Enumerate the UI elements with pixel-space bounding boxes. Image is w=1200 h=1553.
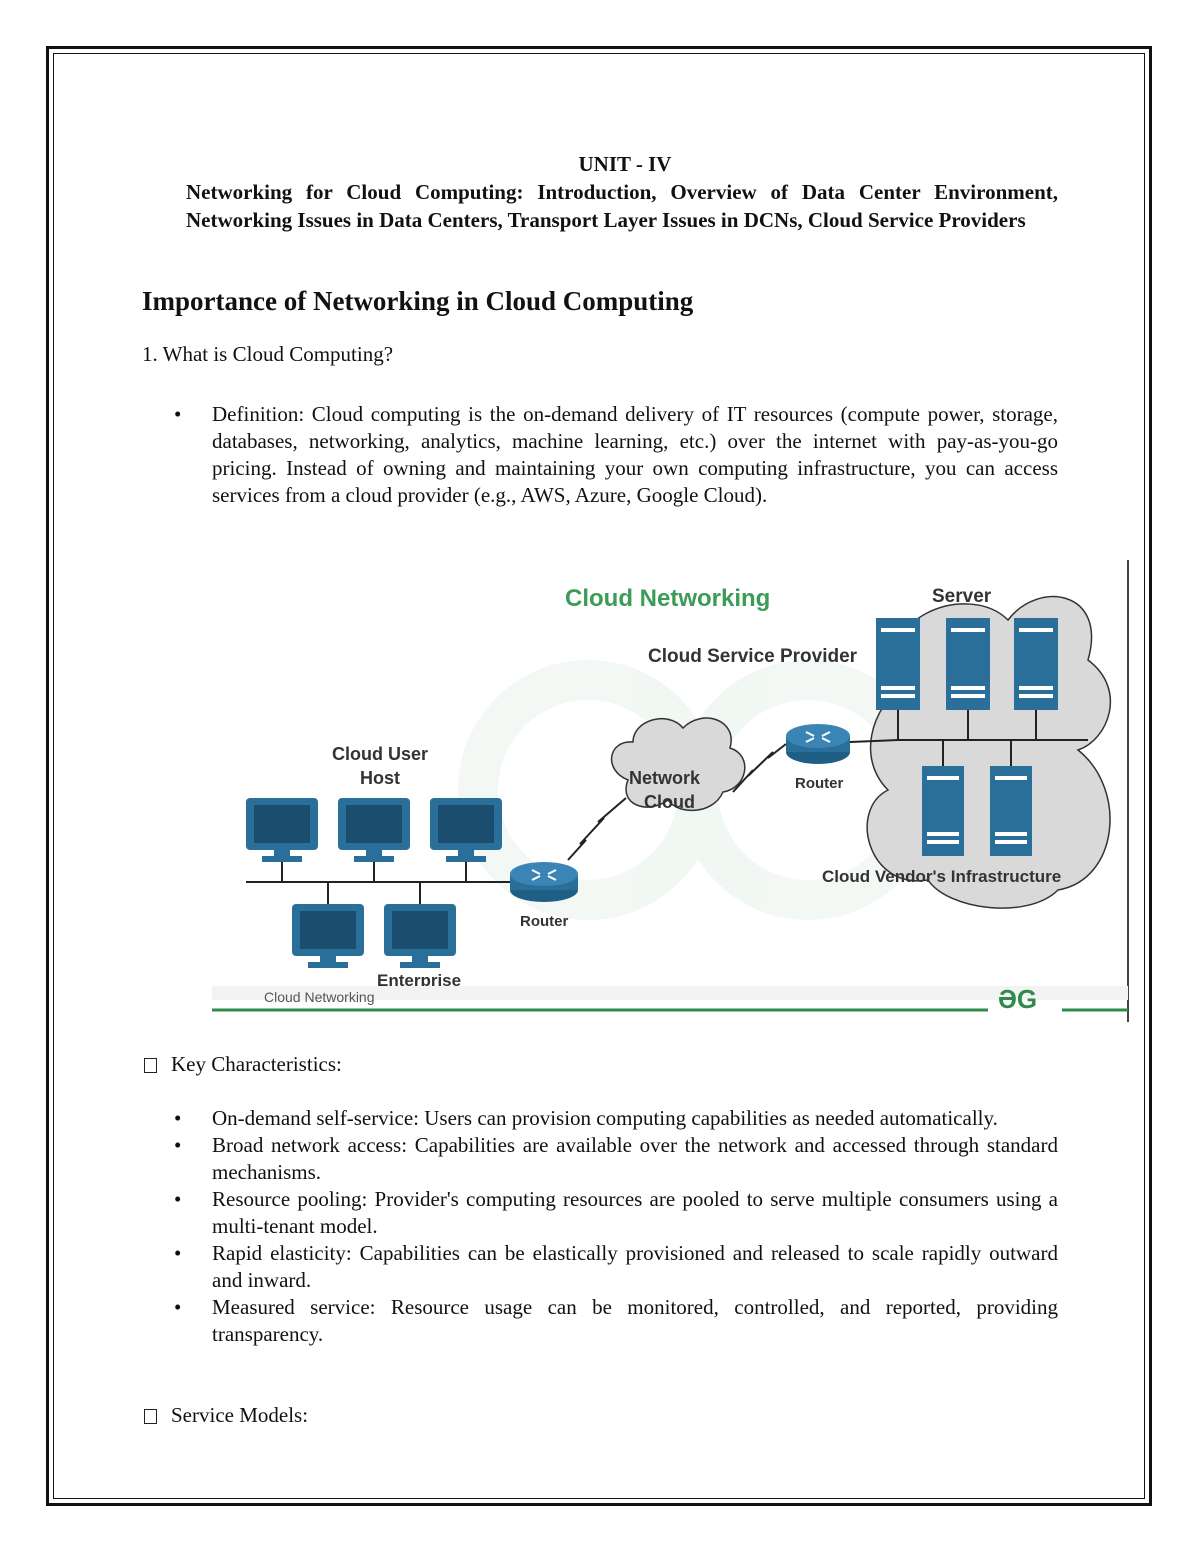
router-icon-right bbox=[786, 724, 899, 764]
checkbox-square-icon bbox=[144, 1058, 157, 1073]
list-item: Rapid elasticity: Capabilities can be el… bbox=[174, 1240, 1058, 1294]
router-label-left: Router bbox=[520, 913, 568, 930]
diagram-title: Cloud Networking bbox=[565, 585, 770, 612]
page-border-outer bbox=[46, 46, 1152, 1506]
server-icon-4 bbox=[922, 740, 964, 856]
page-border-inner bbox=[53, 53, 1145, 1499]
host-label: Host bbox=[360, 768, 400, 788]
checkbox-square-icon bbox=[144, 1409, 157, 1424]
characteristics-heading-text: Key Characteristics: bbox=[171, 1052, 342, 1076]
caption-band bbox=[212, 986, 1128, 1000]
unit-topics: Networking for Cloud Computing: Introduc… bbox=[186, 180, 1058, 232]
wan-link-right bbox=[732, 743, 787, 793]
characteristics-list: On-demand self-service: Users can provis… bbox=[174, 1105, 1058, 1348]
infrastructure-label: Cloud Vendor's Infrastructure bbox=[822, 867, 1061, 886]
characteristics-heading: Key Characteristics: bbox=[144, 1052, 342, 1077]
monitor-icon-2 bbox=[338, 798, 410, 882]
wan-link-left bbox=[567, 797, 627, 861]
router-icon-left bbox=[510, 862, 578, 902]
diagram-svg: Cloud Networking Server Cloud Service Pr… bbox=[212, 560, 1129, 1022]
cloud-networking-diagram: Cloud Networking Server Cloud Service Pr… bbox=[208, 560, 1132, 1024]
network-cloud-label-1: Network bbox=[629, 768, 701, 788]
server-icon-3 bbox=[1014, 618, 1058, 740]
provider-label: Cloud Service Provider bbox=[648, 646, 858, 667]
list-item: Measured service: Resource usage can be … bbox=[174, 1294, 1058, 1348]
question-heading: 1. What is Cloud Computing? bbox=[142, 342, 394, 366]
service-models-heading: Service Models: bbox=[144, 1403, 308, 1428]
monitor-icon-5 bbox=[384, 882, 456, 968]
server-icon-2 bbox=[946, 618, 990, 740]
monitor-icon-1 bbox=[246, 798, 318, 882]
network-cloud-label-2: Cloud bbox=[644, 792, 695, 812]
network-cloud-shape bbox=[611, 717, 746, 812]
definition-paragraph: Definition: Cloud computing is the on-de… bbox=[174, 401, 1058, 509]
service-models-heading-text: Service Models: bbox=[171, 1403, 309, 1427]
server-icon-1 bbox=[876, 618, 920, 740]
list-item: On-demand self-service: Users can provis… bbox=[174, 1105, 1058, 1132]
monitor-icon-3 bbox=[430, 798, 502, 882]
server-icon-5 bbox=[990, 740, 1032, 856]
geeks-logo: ƏG bbox=[998, 984, 1037, 1014]
server-label: Server bbox=[932, 586, 992, 607]
router-label-right: Router bbox=[795, 775, 843, 792]
section-heading: Importance of Networking in Cloud Comput… bbox=[142, 286, 694, 316]
list-item: Resource pooling: Provider's computing r… bbox=[174, 1186, 1058, 1240]
cloud-user-label: Cloud User bbox=[332, 744, 428, 764]
enterprise-label: Enterprise bbox=[377, 971, 461, 990]
unit-title: UNIT - IV bbox=[578, 152, 672, 176]
monitor-icon-4 bbox=[292, 882, 364, 968]
list-item: Broad network access: Capabilities are a… bbox=[174, 1132, 1058, 1186]
diagram-caption: Cloud Networking bbox=[264, 989, 375, 1005]
